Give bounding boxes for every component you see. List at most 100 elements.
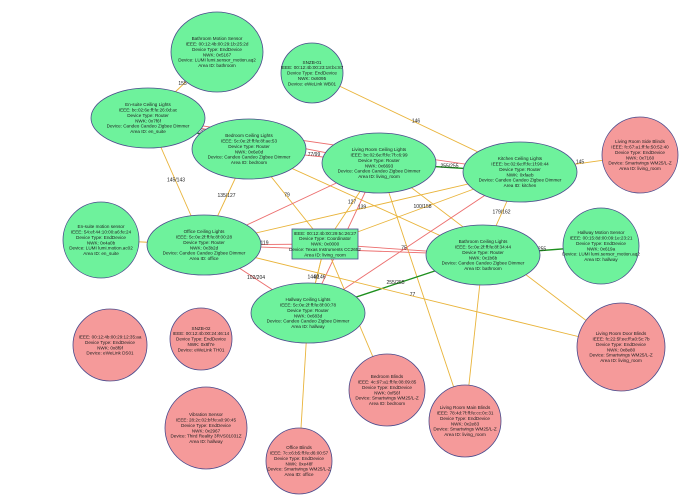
node-circle [462,141,578,203]
node-circle [280,42,344,104]
node-title: Bathroom Ceiling Lights [459,239,508,244]
node-detail-line: IEEE: 4c:97:a1:ff:fe:08:09:85 [358,380,417,385]
link-label: 146 [412,119,421,125]
node-detail-line: Device: Smartwings WM25/L-Z [267,467,330,472]
node-detail-line: Area ID: living_room [619,166,661,171]
node-detail-line: IEEE: bc:02:6e:ff:fe:26:0d:ac [119,108,178,113]
node-detail-line: Area ID: bedroom [369,401,405,406]
node-circle [146,214,262,276]
node-detail-line: Device Type: EndDevice [76,235,126,240]
node-detail-line: Area ID: hallway [189,439,223,444]
node-detail-line: Device Type: EndDevice [576,241,626,246]
link-label: 255/255 [386,280,404,286]
node-detail-line: Device: LUMI lumi.motion.ac02 [69,246,133,251]
link-label: 75 [401,246,407,252]
node-detail-line: Area ID: living_room [304,252,346,257]
node-detail-line: IEEE: 00:12:4b:00:29:12:35:aa [79,335,142,340]
node-circle [250,282,366,344]
node-detail-line: IEEE: 00:15:8d:00:09:1e:23:21 [570,236,633,241]
node-detail-line: NWK: 0x8f7e [187,342,215,347]
link-label: 127 [348,200,357,206]
node-circle [601,116,679,194]
link-label: 145 [576,160,585,166]
node-detail-line: Device Type: EndDevice [596,342,646,347]
node-detail-line: NWK: 0x6095 [298,76,327,81]
node-detail-line: Device Type: EndDevice [362,385,412,390]
node-detail-line: NWK: 0x619a [587,246,616,251]
node-circle [265,427,333,495]
node-detail-line: NWK: 0x8f9f [97,345,124,350]
node-detail-line: NWK: 0x1b6b [469,255,498,260]
node-detail-line: NWK: 0xe48f [285,461,313,466]
node-title: SNZB-01 [303,60,322,65]
node-detail-line: Area ID: bathroom [198,63,236,68]
link-label: 119 [261,241,269,247]
node-detail-line: IEEE: bc:02:6e:ff:fe:7f:c6:99 [350,153,408,158]
node-title: Vibration Sensor [189,412,223,417]
node-detail-line: Area ID: living_room [358,174,400,179]
node-detail-line: Device Type: EndDevice [192,47,242,52]
node-detail-line: IEEE: 00:12:4b:00:24:46:14 [173,331,230,336]
node-title: Kitchen Ceiling Lights [498,156,543,161]
node-title: Bedroom Ceiling Lights [225,133,273,138]
node-detail-line: Device: Smartwings WM25/L-Z [355,396,418,401]
node-detail-line: Area ID: office [189,256,218,261]
node-detail-line: Device: LUMI lumi.sensor_motion.aq2 [562,252,640,257]
node-detail-line: Area ID: living_room [600,358,642,363]
node-detail-line: IEEE: 5c:0e:2f:ff:fe:8f:ae:53 [221,139,278,144]
node-detail-line: Device Type: Router [228,144,270,149]
node-title: Hallway Ceiling Lights [286,297,332,302]
node-detail-line: Area ID: en_suite [83,251,119,256]
node-title: En-suite Ceiling Lights [125,102,171,107]
link-office_ceiling-living_door_blinds [203,244,622,348]
node-detail-line: Device: eWeLink WB01 [288,81,337,86]
link-label: 179/162 [492,210,510,216]
node-detail-line: Area ID: hallway [291,324,325,329]
node-title: Bedroom Blinds [371,374,404,379]
link-label: 155 [178,81,187,87]
node-detail-line: Device: LUMI lumi.sensor_motion.aq2 [178,58,256,63]
node-title: Living Room Main Blinds [440,405,491,410]
node-detail-line: Device: Smartwings WM25/L-Z [589,353,652,358]
node-detail-line: NWK: 0x0000 [311,242,340,247]
coordinator-box [291,228,359,260]
link-label: 135/127 [217,193,235,199]
node-detail-line: Area ID: living_room [444,432,486,437]
link-label: 79 [284,193,290,199]
node-detail-line: NWK: 0x2e83 [451,421,480,426]
node-detail-line: Device: Third Reality 3RVS01031Z [170,434,241,439]
node-detail-line: Device Type: Router [499,167,541,172]
node-detail-line: NWK: 0xf56f [374,390,401,395]
node-circle [72,308,148,382]
node-detail-line: IEEE: 5c:0e:2f:ff:fe:8f:00:78 [280,303,337,308]
node-title: Office Blinds [286,445,312,450]
node-title: Hallway Motion Sensor [578,230,625,235]
node-detail-line: Device Type: Router [358,158,400,163]
node-detail-line: Device: eWeLink TH01 [178,347,225,352]
node-title: Office Ceiling Lights [184,229,225,234]
link-label: 144/146 [307,275,325,281]
node-title: En-suite motion sensor [78,224,125,229]
